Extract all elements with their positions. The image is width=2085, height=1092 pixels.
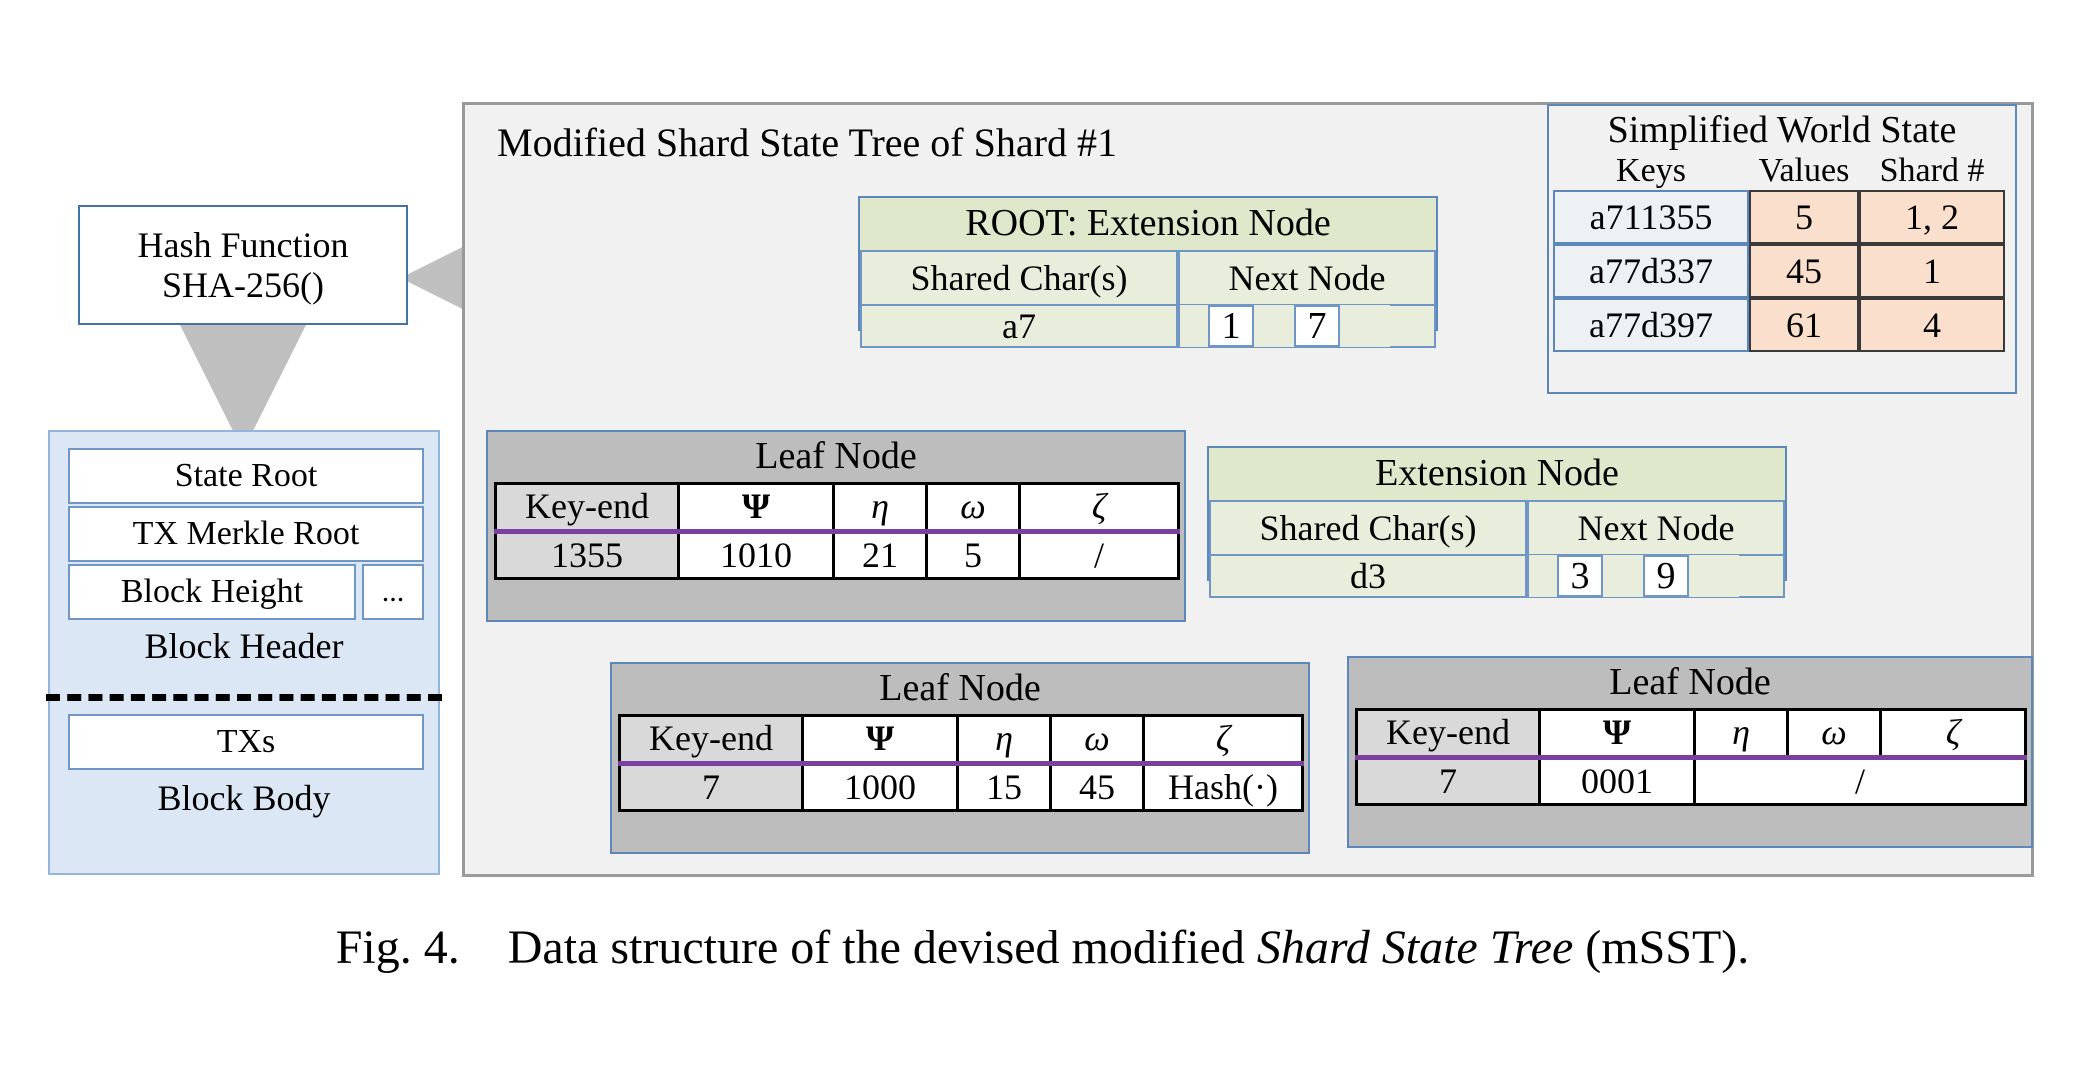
hash-function-box: Hash Function SHA-256() — [78, 205, 408, 325]
root-col-shared-header: Shared Char(s) — [860, 250, 1178, 306]
leaf2-val-zeta: Hash(·) — [1142, 761, 1304, 813]
main-panel-title: Modified Shard State Tree of Shard #1 — [497, 120, 1117, 165]
caption-text-before: Data structure of the devised modified — [507, 921, 1245, 974]
leaf2-val-keyend: 7 — [618, 761, 804, 813]
leaf-node-3: Leaf Node Key-end Ψ η ω ζ 7 0001 / — [1347, 656, 2033, 848]
block-field-ellipsis: ... — [362, 564, 424, 620]
leaf-node-1-title: Leaf Node — [755, 435, 917, 477]
root-col-next-header: Next Node — [1178, 250, 1436, 306]
block-field-tx-merkle-root: TX Merkle Root — [68, 506, 424, 562]
leaf-node-1-header-row: Key-end Ψ η ω ζ — [494, 482, 1180, 534]
leaf1-hdr-psi: Ψ — [677, 482, 835, 534]
block-diagram: State Root TX Merkle Root Block Height .… — [46, 430, 442, 875]
leaf-node-3-header-row: Key-end Ψ η ω ζ — [1355, 708, 2027, 760]
leaf3-hdr-keyend: Key-end — [1355, 708, 1541, 760]
block-field-state-root: State Root — [68, 448, 424, 504]
leaf2-hdr-psi: Ψ — [801, 714, 959, 766]
leaf2-hdr-omega: ω — [1049, 714, 1145, 766]
root-next-slot-0[interactable]: 1 — [1208, 305, 1254, 347]
leaf1-val-omega: 5 — [925, 529, 1021, 581]
leaf3-hdr-zeta: ζ — [1879, 708, 2027, 760]
ext2-next-node-slots: 3 9 — [1527, 555, 1785, 598]
leaf-node-1-table: Key-end Ψ η ω ζ 1355 1010 21 5 / — [494, 482, 1180, 581]
leaf1-hdr-eta: η — [832, 482, 928, 534]
leaf-node-2: Leaf Node Key-end Ψ η ω ζ 7 1000 15 45 H… — [610, 662, 1310, 854]
ext2-next-slot-0[interactable]: 3 — [1557, 555, 1603, 597]
leaf2-hdr-keyend: Key-end — [618, 714, 804, 766]
leaf2-val-eta: 15 — [956, 761, 1052, 813]
leaf-node-3-value-row: 7 0001 / — [1355, 755, 2027, 807]
world-state-header-keys: Keys — [1616, 152, 1686, 189]
world-state-key: a77d337 — [1553, 244, 1749, 298]
leaf1-hdr-keyend: Key-end — [494, 482, 680, 534]
caption-emphasis: Shard State Tree — [1256, 921, 1574, 974]
leaf-node-3-table: Key-end Ψ η ω ζ 7 0001 / — [1355, 708, 2027, 807]
ext2-col-next-header: Next Node — [1527, 500, 1785, 556]
world-state-row: a711355 5 1, 2 — [1553, 190, 2011, 244]
extension-node-2: Extension Node Shared Char(s) Next Node … — [1207, 446, 1787, 598]
block-field-txs: TXs — [68, 714, 424, 770]
block-field-block-height: Block Height — [68, 564, 356, 620]
leaf2-hdr-zeta: ζ — [1142, 714, 1304, 766]
world-state-header-shard: Shard # — [1879, 152, 1985, 189]
world-state-row: a77d397 61 4 — [1553, 298, 2011, 352]
leaf-node-2-table: Key-end Ψ η ω ζ 7 1000 15 45 Hash(·) — [618, 714, 1304, 813]
leaf-node-1-value-row: 1355 1010 21 5 / — [494, 529, 1180, 581]
block-body-label: Block Body — [157, 778, 331, 818]
leaf2-val-psi: 1000 — [801, 761, 959, 813]
world-state-value: 45 — [1749, 244, 1859, 298]
leaf-node-2-value-row: 7 1000 15 45 Hash(·) — [618, 761, 1304, 813]
leaf1-val-zeta: / — [1018, 529, 1180, 581]
world-state-header-values: Values — [1758, 152, 1850, 189]
world-state-title: Simplified World State — [1607, 109, 1957, 151]
leaf1-hdr-zeta: ζ — [1018, 482, 1180, 534]
world-state-key: a77d397 — [1553, 298, 1749, 352]
leaf3-val-psi: 0001 — [1538, 755, 1696, 807]
caption-prefix: Fig. 4. — [335, 921, 460, 974]
world-state-shard: 1, 2 — [1859, 190, 2005, 244]
leaf1-hdr-omega: ω — [925, 482, 1021, 534]
leaf3-val-merged: / — [1693, 755, 2027, 807]
world-state-panel: Simplified World State Keys Values Shard… — [1547, 104, 2017, 394]
leaf1-val-psi: 1010 — [677, 529, 835, 581]
leaf3-hdr-psi: Ψ — [1538, 708, 1696, 760]
leaf-node-1: Leaf Node Key-end Ψ η ω ζ 1355 1010 21 5… — [486, 430, 1186, 622]
ext2-next-slot-1[interactable]: 9 — [1643, 555, 1689, 597]
ext2-shared-value: d3 — [1209, 556, 1527, 598]
leaf-node-2-header-row: Key-end Ψ η ω ζ — [618, 714, 1304, 766]
world-state-shard: 1 — [1859, 244, 2005, 298]
leaf-node-2-title: Leaf Node — [879, 667, 1041, 709]
leaf2-hdr-eta: η — [956, 714, 1052, 766]
world-state-row: a77d337 45 1 — [1553, 244, 2011, 298]
caption-text-after: (mSST). — [1585, 921, 1750, 974]
leaf1-val-keyend: 1355 — [494, 529, 680, 581]
root-node-title: ROOT: Extension Node — [860, 198, 1436, 250]
leaf2-val-omega: 45 — [1049, 761, 1145, 813]
figure-caption: Fig. 4. Data structure of the devised mo… — [0, 920, 2085, 975]
root-next-node-slots: 1 7 — [1178, 305, 1436, 348]
block-header-label: Block Header — [144, 626, 344, 666]
world-state-value: 61 — [1749, 298, 1859, 352]
leaf3-hdr-eta: η — [1693, 708, 1789, 760]
root-extension-node: ROOT: Extension Node Shared Char(s) Next… — [858, 196, 1438, 348]
root-next-slot-1[interactable]: 7 — [1294, 305, 1340, 347]
leaf1-val-eta: 21 — [832, 529, 928, 581]
leaf3-val-keyend: 7 — [1355, 755, 1541, 807]
ext2-col-shared-header: Shared Char(s) — [1209, 500, 1527, 556]
hash-function-line1: Hash Function — [137, 224, 349, 265]
world-state-shard: 4 — [1859, 298, 2005, 352]
root-shared-value: a7 — [860, 306, 1178, 348]
hash-function-line2: SHA-256() — [162, 265, 324, 305]
world-state-key: a711355 — [1553, 190, 1749, 244]
leaf3-hdr-omega: ω — [1786, 708, 1882, 760]
block-divider — [46, 694, 442, 701]
extension-node-2-title: Extension Node — [1209, 448, 1785, 500]
world-state-value: 5 — [1749, 190, 1859, 244]
leaf-node-3-title: Leaf Node — [1609, 661, 1771, 703]
